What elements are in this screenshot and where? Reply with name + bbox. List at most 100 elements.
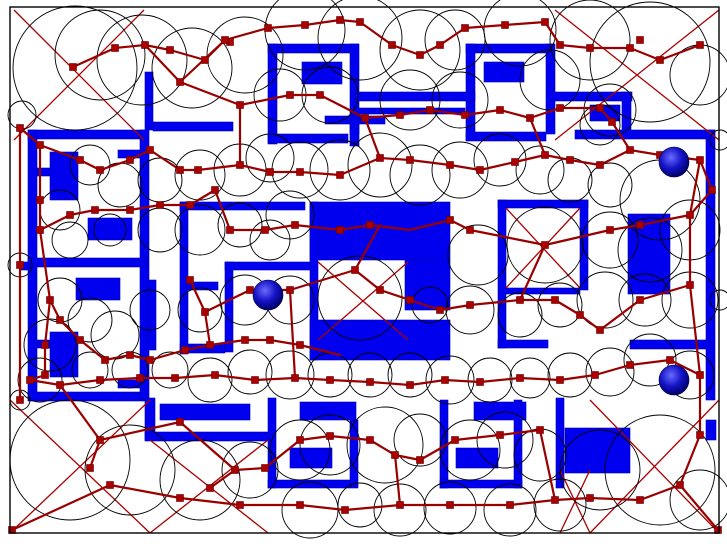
clearance-circle [151,351,189,389]
roadmap-node [626,361,634,369]
roadmap-node [586,494,594,502]
roadmap-node [596,326,604,334]
obstacle-block [267,479,351,489]
clearance-circle [506,206,584,284]
clearance-circle [93,213,127,247]
obstacle-block [144,71,154,131]
obstacle-block [629,339,711,350]
obstacle-block [224,261,311,271]
roadmap-node [496,431,504,439]
roadmap-node [126,156,134,164]
obstacle-block [354,91,476,102]
clearance-circle [245,133,295,183]
roadmap-node [536,426,544,434]
roadmap-node-layer [8,16,722,534]
roadmap-node [96,436,104,444]
roadmap-node [194,166,202,174]
roadmap-node [586,44,594,52]
roadmap-node [501,21,509,29]
roadmap-node [101,356,109,364]
roadmap-node [451,436,459,444]
diagonal-line [9,399,151,534]
clearance-circle [299,414,361,476]
roadmap-node [146,356,154,364]
obstacle-layer [19,43,717,489]
roadmap-node [426,106,434,114]
roadmap-node [551,496,559,504]
obstacle-block [267,397,277,489]
roadmap-node [636,221,644,229]
obstacle-block [564,427,631,474]
clearance-circle [497,292,543,338]
roadmap-edge [10,483,557,532]
roadmap-node [156,201,164,209]
roadmap-node [46,296,54,304]
clearance-circle [265,190,315,240]
roadmap-edge [363,116,382,160]
roadmap-node [86,464,94,472]
roadmap-node [356,18,364,26]
clearance-circle [23,318,77,372]
roadmap-node [406,156,414,164]
roadmap-node [176,78,184,86]
roadmap-node [556,376,564,384]
clearance-circle [709,129,727,151]
roadmap-node [176,494,184,502]
roadmap-node [341,506,349,514]
roadmap-node [266,168,274,176]
roadmap-node [466,301,474,309]
roadmap-node [336,226,344,234]
clearance-circle [515,145,565,195]
obstacle-block [187,281,219,291]
clearance-circle [96,14,188,106]
clearance-circle [187,357,233,403]
roadmap-node [336,16,344,24]
clearance-circle [337,482,383,528]
obstacle-block [299,401,357,421]
roadmap-node [388,41,396,49]
clearance-circle [54,9,146,101]
clearance-circle [533,478,587,532]
roadmap-node [326,376,334,384]
roadmap-node [286,286,294,294]
obstacle-block [267,133,349,144]
roadmap-node [251,376,259,384]
clearance-circle-layer [7,0,727,539]
roadmap-node [26,376,34,384]
roadmap-node [406,296,414,304]
roadmap-edge [18,126,714,192]
roadmap-node [376,154,384,162]
clearance-circle [423,481,477,535]
roadmap-node [626,44,634,52]
roadmap-node [396,111,404,119]
roadmap-node [166,46,174,54]
obstacle-block [87,217,133,241]
roadmap-node [526,114,534,122]
roadmap-node [221,36,229,44]
sphere-obstacle-icon [252,279,284,311]
clearance-circle [347,352,393,398]
clearance-circle [51,221,89,259]
roadmap-node [696,41,704,49]
obstacle-block [551,91,633,102]
obstacle-block [349,419,359,489]
roadmap-node [351,266,359,274]
clearance-circle [618,273,672,327]
roadmap-node [416,456,424,464]
roadmap-node [366,436,374,444]
roadmap-node [336,171,344,179]
obstacle-block [483,61,525,83]
obstacle-block [147,279,157,351]
clearance-circle [604,414,716,526]
roadmap-node [69,63,77,71]
obstacle-block [75,277,121,301]
roadmap-node [708,186,716,194]
roadmap-node [301,21,309,29]
roadmap-node [41,371,49,379]
roadmap-edge [528,116,547,157]
roadmap-node [56,381,64,389]
roadmap-node [676,481,684,489]
diagonal-line [589,399,720,534]
clearance-circle [583,83,637,137]
roadmap-node [326,432,334,440]
